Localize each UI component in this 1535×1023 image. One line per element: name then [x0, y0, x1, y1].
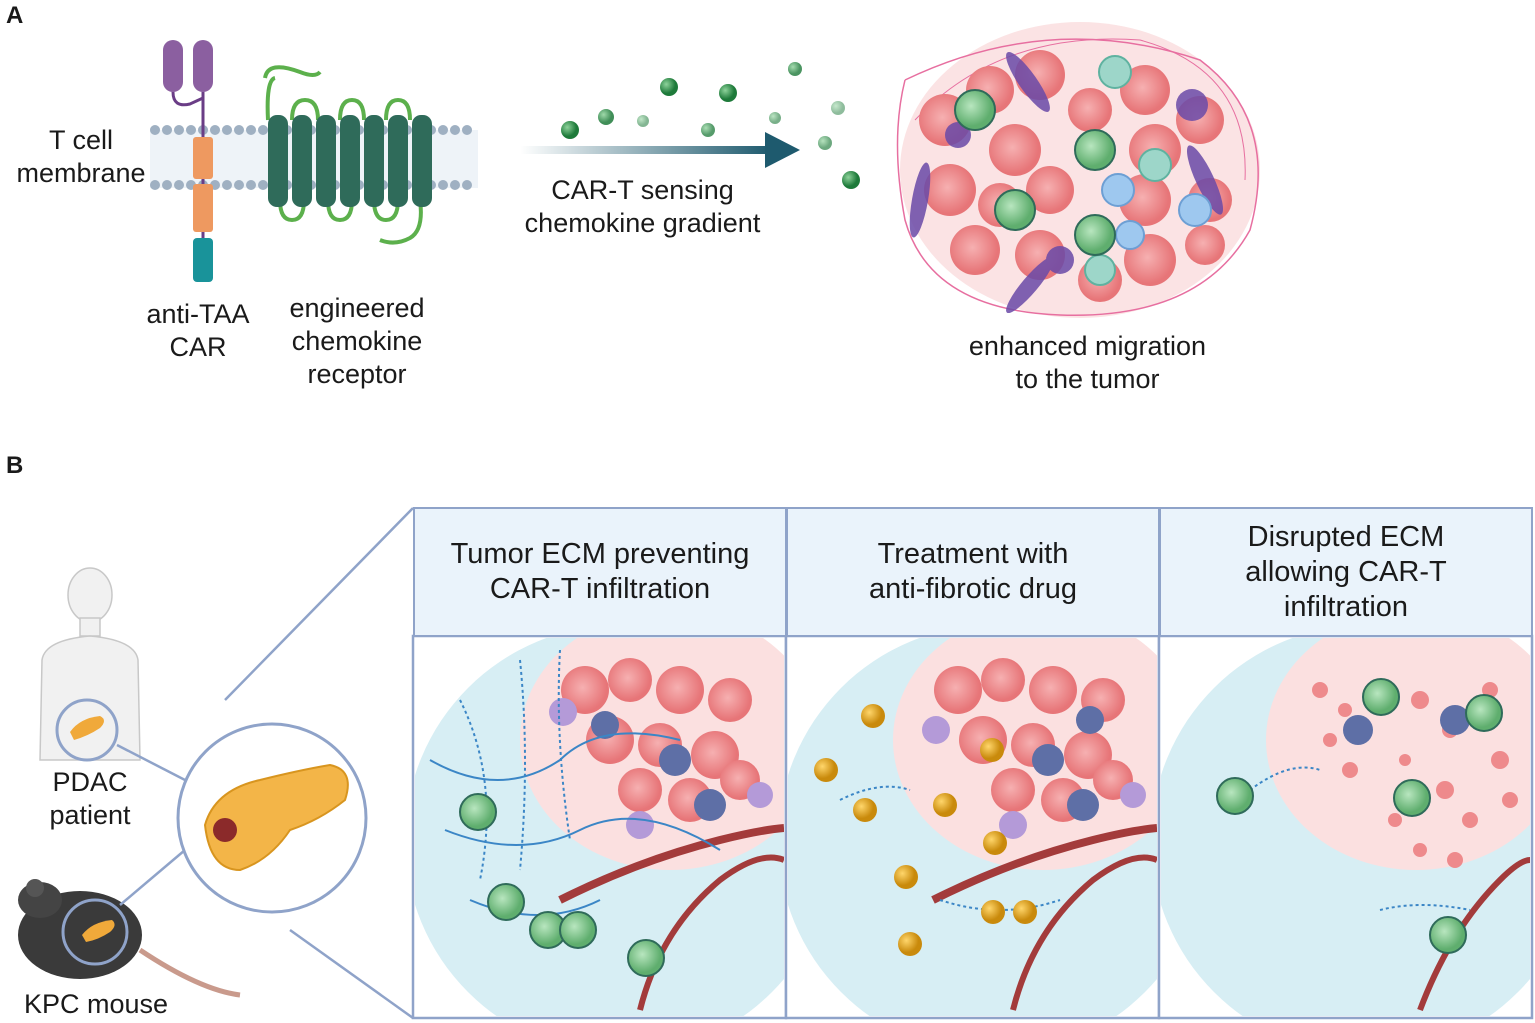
patient-label-line2: patient: [49, 800, 131, 830]
receptor-label-line3: receptor: [307, 359, 407, 389]
pancreas-organ: [203, 763, 349, 872]
chemokine-particles: [561, 62, 860, 189]
pancreatic-tumor: [213, 818, 237, 842]
box3-scene: [1161, 638, 1530, 1016]
car-label: anti-TAA CAR: [128, 298, 268, 364]
mouse-label: KPC mouse: [23, 989, 169, 1019]
panel-a-letter: A: [6, 2, 24, 29]
gradient-label-line2: chemokine gradient: [524, 208, 761, 238]
tumor-label: enhanced migration to the tumor: [940, 330, 1235, 396]
chemokine-receptor: [263, 65, 432, 245]
box3-title-line3: infiltration: [1283, 590, 1409, 623]
car-label-line1: anti-TAA: [146, 299, 250, 329]
box1-title-line1: Tumor ECM preventing: [450, 538, 750, 570]
car-label-line2: CAR: [169, 332, 227, 362]
box3-title-line1: Disrupted ECM: [1247, 520, 1445, 553]
membrane-label-line1: T cell: [48, 125, 114, 155]
patient-pancreas-icon: [70, 716, 104, 740]
car-construct: [163, 40, 213, 282]
receptor-label: engineered chemokine receptor: [272, 292, 442, 391]
receptor-label-line2: chemokine: [291, 326, 423, 356]
receptor-label-line1: engineered: [289, 293, 425, 323]
box3-header: Disrupted ECM allowing CAR-T infiltratio…: [1159, 507, 1533, 637]
box1-header: Tumor ECM preventing CAR-T infiltration: [413, 507, 787, 637]
membrane-label-line2: membrane: [16, 158, 146, 188]
box2-header: Treatment with anti-fibrotic drug: [786, 507, 1160, 637]
gradient-label: CAR-T sensing chemokine gradient: [500, 174, 785, 240]
gradient-label-line1: CAR-T sensing: [551, 175, 734, 205]
patient-pancreas-circle: [55, 698, 119, 762]
membrane-label: T cell membrane: [6, 124, 156, 190]
tumor-mass: [896, 22, 1260, 318]
patient-label-line1: PDAC: [52, 767, 128, 797]
box1-scene: [415, 638, 784, 1016]
box2-title-line2: anti-fibrotic drug: [869, 573, 1077, 605]
zoom-lines: [116, 507, 414, 1020]
patient-label: PDAC patient: [30, 766, 150, 832]
chemokine-gradient-arrow: [520, 132, 800, 168]
box3-title-line2: allowing CAR-T: [1245, 555, 1447, 588]
box1-title-line2: CAR-T infiltration: [489, 573, 711, 605]
patient-figure: [39, 567, 141, 761]
mouse-figure: [18, 879, 241, 998]
tumor-label-line1: enhanced migration: [968, 331, 1207, 361]
tumor-label-line2: to the tumor: [1015, 364, 1160, 394]
panel-b-letter: B: [6, 452, 24, 479]
box2-scene: [788, 638, 1157, 1016]
box2-title-line1: Treatment with: [877, 538, 1069, 570]
